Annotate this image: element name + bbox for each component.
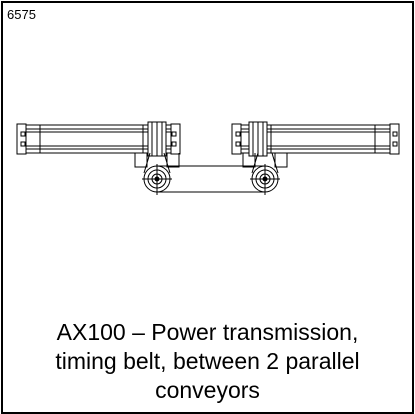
timing-belt — [156, 165, 265, 193]
right-pulley — [250, 164, 280, 195]
caption-line-2: timing belt, between 2 parallel — [55, 348, 360, 374]
left-pulley — [142, 164, 172, 195]
right-conveyor — [231, 121, 400, 157]
left-conveyor — [16, 121, 181, 157]
caption-line-3: conveyors — [155, 377, 260, 403]
right-drive-bracket — [242, 152, 288, 174]
left-drive-bracket — [134, 152, 180, 174]
product-code: 6575 — [7, 7, 36, 22]
caption-line-1: AX100 – Power transmission, — [56, 319, 359, 345]
conveyor-drawing — [16, 121, 400, 195]
product-caption: AX100 – Power transmission, timing belt,… — [3, 318, 412, 405]
